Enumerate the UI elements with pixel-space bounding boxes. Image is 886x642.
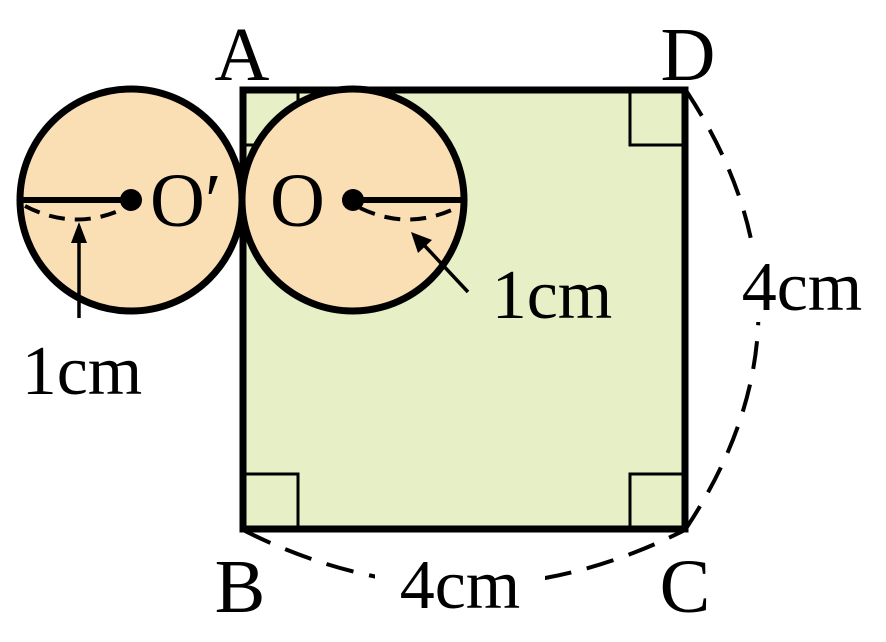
radius-right-arrow-head xyxy=(411,232,432,253)
radius-left-arrow-head xyxy=(71,222,87,243)
side-bottom-label: 4cm xyxy=(400,547,521,624)
center-o-label: O xyxy=(270,159,325,243)
radius-left-label: 1cm xyxy=(22,333,143,410)
center-o-dot xyxy=(342,189,364,211)
right-angle-d-marker xyxy=(628,90,685,147)
radius-o-prime-dashed-arc xyxy=(24,204,126,222)
center-o-prime-label: O′ xyxy=(150,159,222,243)
right-angle-c-marker xyxy=(628,472,685,529)
radius-o-dashed-arc xyxy=(359,204,461,222)
vertex-d-label: D xyxy=(661,13,716,97)
center-o-prime-dot xyxy=(120,189,142,211)
radius-right-label: 1cm xyxy=(492,257,613,334)
side-bottom-label-bg xyxy=(375,548,545,618)
side-right-label-bg xyxy=(718,250,884,322)
right-angle-b-marker xyxy=(243,472,300,529)
side-right-label: 4cm xyxy=(742,249,863,326)
vertex-a-label: A xyxy=(215,13,270,97)
vertex-c-label: C xyxy=(660,545,711,629)
vertex-b-label: B xyxy=(215,545,266,629)
radius-right-arrow-shaft xyxy=(422,243,470,294)
